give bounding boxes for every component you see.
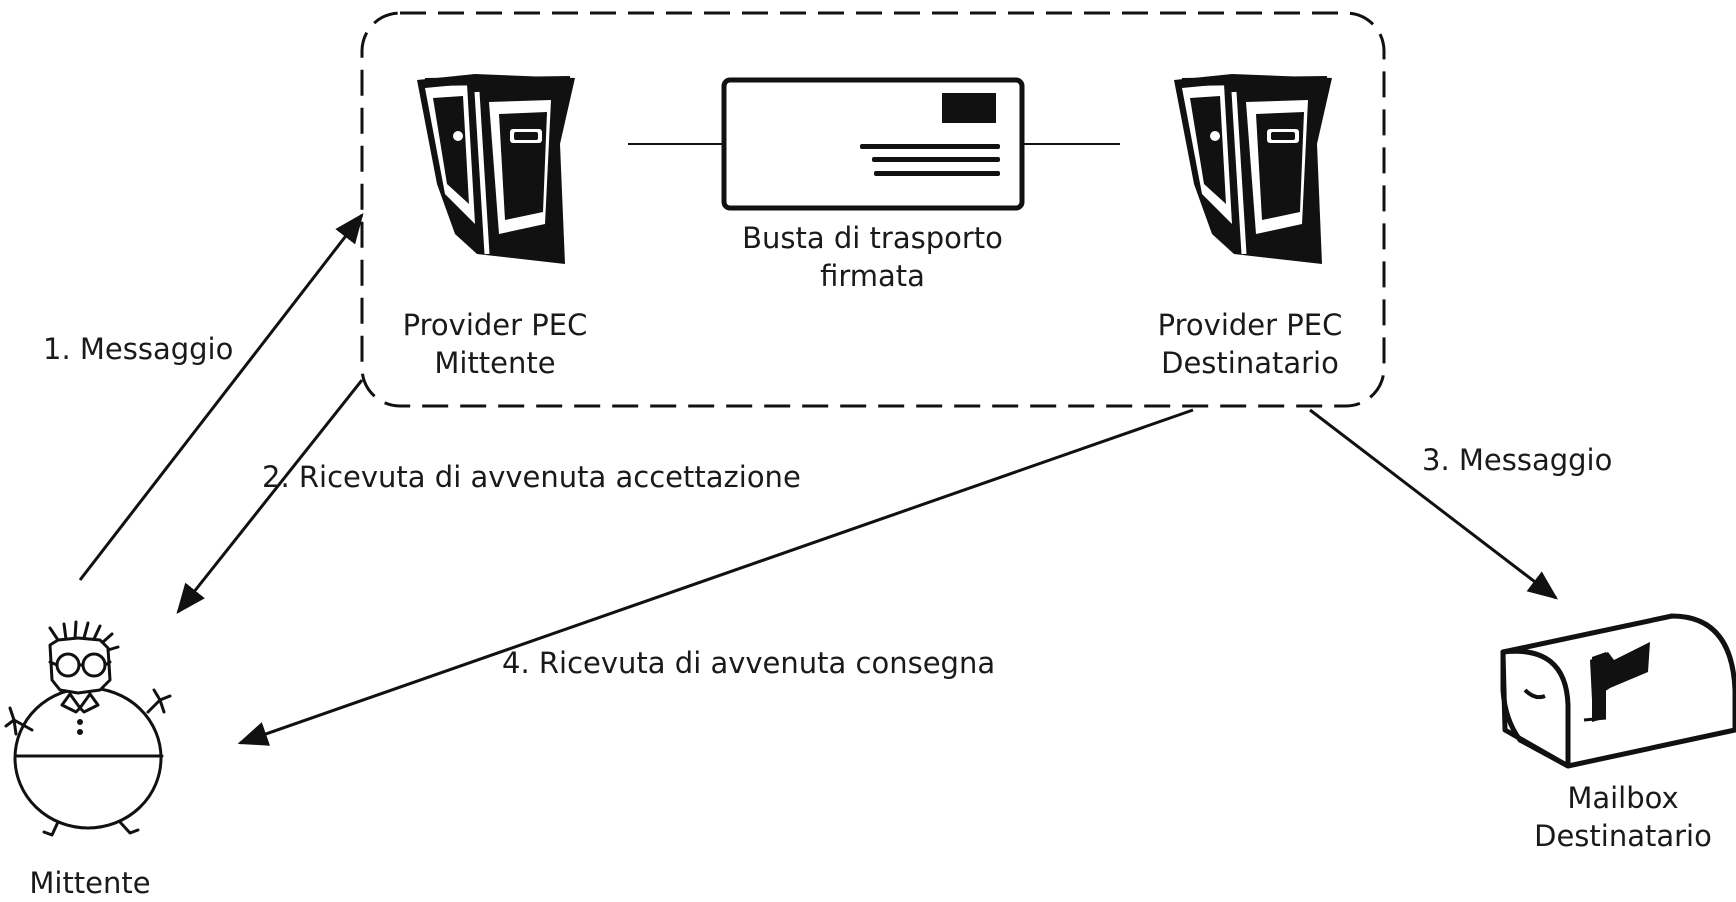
mailbox-label-line1: Mailbox (1567, 781, 1679, 815)
envelope-label-line2: firmata (820, 259, 925, 293)
step3-label: 3. Messaggio (1422, 443, 1613, 477)
person-icon (4, 620, 172, 837)
envelope-icon (721, 77, 1025, 211)
provider-sender-label: Provider PEC Mittente (380, 306, 610, 382)
provider-recipient-label: Provider PEC Destinatario (1135, 306, 1365, 382)
step3-arrow (1309, 408, 1558, 600)
envelope-label: Busta di trasporto firmata (720, 219, 1025, 295)
mailbox-icon (1500, 613, 1736, 769)
step2-label: 2. Ricevuta di avvenuta accettazione (262, 460, 801, 494)
step4-arrow (237, 408, 1194, 746)
envelope-label-line1: Busta di trasporto (742, 221, 1003, 255)
server-icon (1174, 74, 1332, 294)
mailbox-label: Mailbox Destinatario (1510, 779, 1736, 855)
step1-arrow (78, 213, 364, 581)
server-icon (417, 74, 575, 294)
provider-recipient-label-line1: Provider PEC (1157, 308, 1343, 342)
provider-sender-label-line1: Provider PEC (402, 308, 588, 342)
step4-label: 4. Ricevuta di avvenuta consegna (502, 646, 996, 680)
pec-provider-boundary (360, 11, 1386, 408)
step1-label: 1. Messaggio (43, 332, 234, 366)
provider-recipient-label-line2: Destinatario (1161, 346, 1339, 380)
provider-sender-label-line2: Mittente (434, 346, 556, 380)
step2-arrow (176, 379, 364, 614)
sender-label: Mittente (29, 866, 151, 900)
mailbox-label-line2: Destinatario (1534, 819, 1712, 853)
